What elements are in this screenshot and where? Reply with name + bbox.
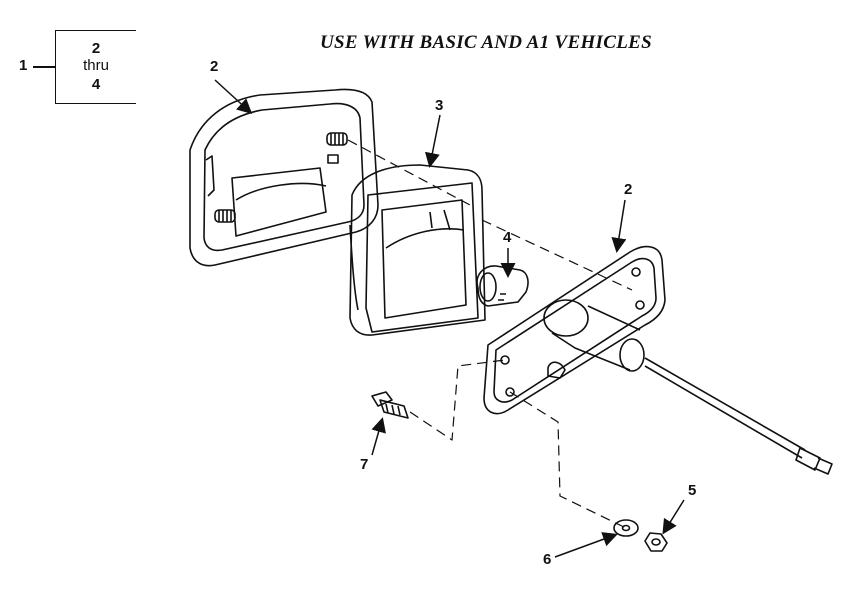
leader-lines bbox=[214, 79, 685, 558]
callout-housing-right: 2 bbox=[624, 181, 633, 198]
nut-part bbox=[644, 532, 668, 552]
washer-part bbox=[613, 519, 639, 537]
reference-range-end: 4 bbox=[91, 76, 101, 93]
housing-part-right bbox=[483, 245, 833, 475]
callout-nut: 5 bbox=[688, 482, 697, 499]
callout-screw: 7 bbox=[360, 456, 369, 473]
housing-part-left bbox=[189, 88, 379, 267]
reference-range-start: 2 bbox=[91, 40, 101, 57]
callout-washer: 6 bbox=[543, 551, 552, 568]
screw-part bbox=[371, 391, 409, 419]
reference-dash bbox=[33, 66, 55, 68]
diagram-title: USE WITH BASIC AND A1 VEHICLES bbox=[320, 32, 652, 53]
callout-lamp: 4 bbox=[503, 229, 512, 246]
callout-housing-left: 2 bbox=[210, 58, 219, 75]
reference-range-word: thru bbox=[83, 57, 109, 74]
lens-part bbox=[349, 164, 486, 336]
reference-main-number: 1 bbox=[19, 57, 28, 74]
callout-lens: 3 bbox=[435, 97, 444, 114]
reference-bracket: 2 thru 4 bbox=[55, 30, 136, 104]
lamp-part bbox=[476, 265, 529, 307]
alignment-lines bbox=[347, 139, 633, 529]
